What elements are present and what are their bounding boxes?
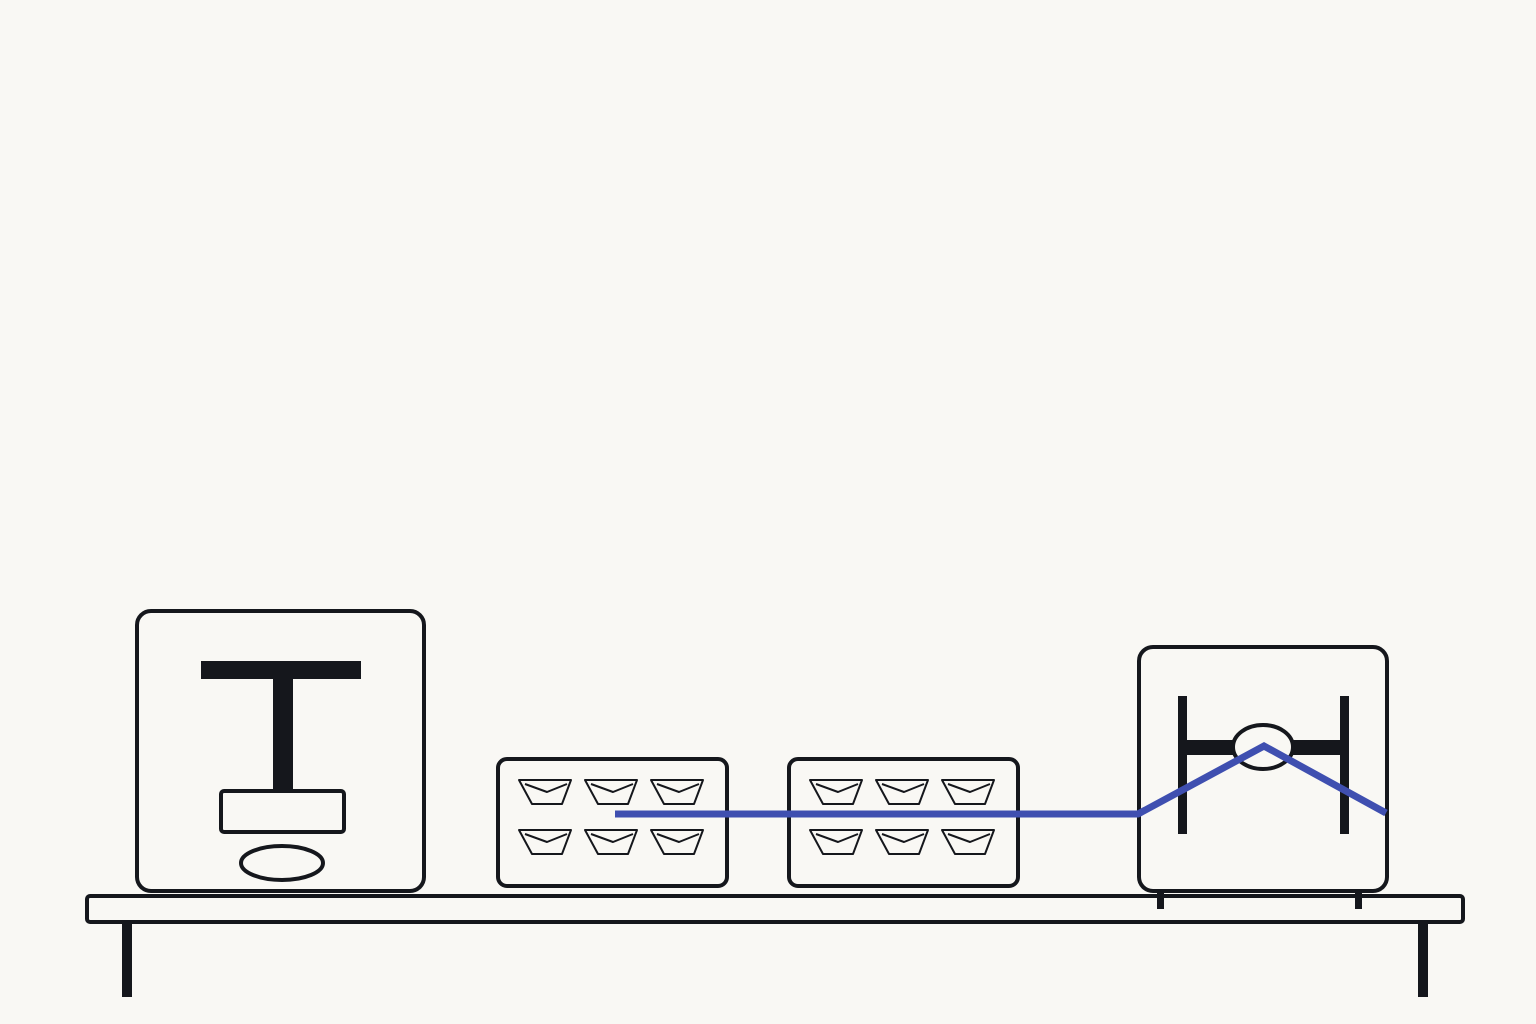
cup-icon	[809, 779, 863, 805]
press-base-ring	[239, 844, 325, 882]
cup-icon	[518, 829, 572, 855]
beam-path	[615, 742, 1388, 818]
press-unit	[135, 609, 426, 893]
tray-unit-1	[496, 757, 729, 888]
reel-flange-left	[1178, 696, 1187, 834]
press-crossbar	[201, 661, 361, 679]
cup-grid-icon	[809, 779, 995, 855]
table-leg-left	[122, 920, 132, 997]
tray-unit-housing	[787, 757, 1020, 888]
cup-icon	[584, 779, 638, 805]
tray-unit-housing	[496, 757, 729, 888]
cup-icon	[875, 829, 929, 855]
cup-icon	[650, 779, 704, 805]
cup-icon	[809, 829, 863, 855]
press-block	[219, 789, 346, 834]
cup-icon	[941, 829, 995, 855]
press-stem	[273, 677, 293, 793]
reel-flange-right	[1340, 696, 1349, 834]
cup-icon	[875, 779, 929, 805]
cup-icon	[941, 779, 995, 805]
table-leg-right	[1418, 920, 1428, 997]
cup-icon	[518, 779, 572, 805]
reel-foot-right	[1355, 893, 1362, 909]
reel-unit	[1137, 645, 1389, 909]
workbench-table	[85, 894, 1465, 997]
cup-icon	[584, 829, 638, 855]
t-press-icon	[201, 661, 361, 882]
tray-unit-2	[787, 757, 1020, 888]
cup-grid-icon	[518, 779, 704, 855]
reel-foot-left	[1157, 893, 1164, 909]
table-top	[85, 894, 1465, 924]
cup-icon	[650, 829, 704, 855]
